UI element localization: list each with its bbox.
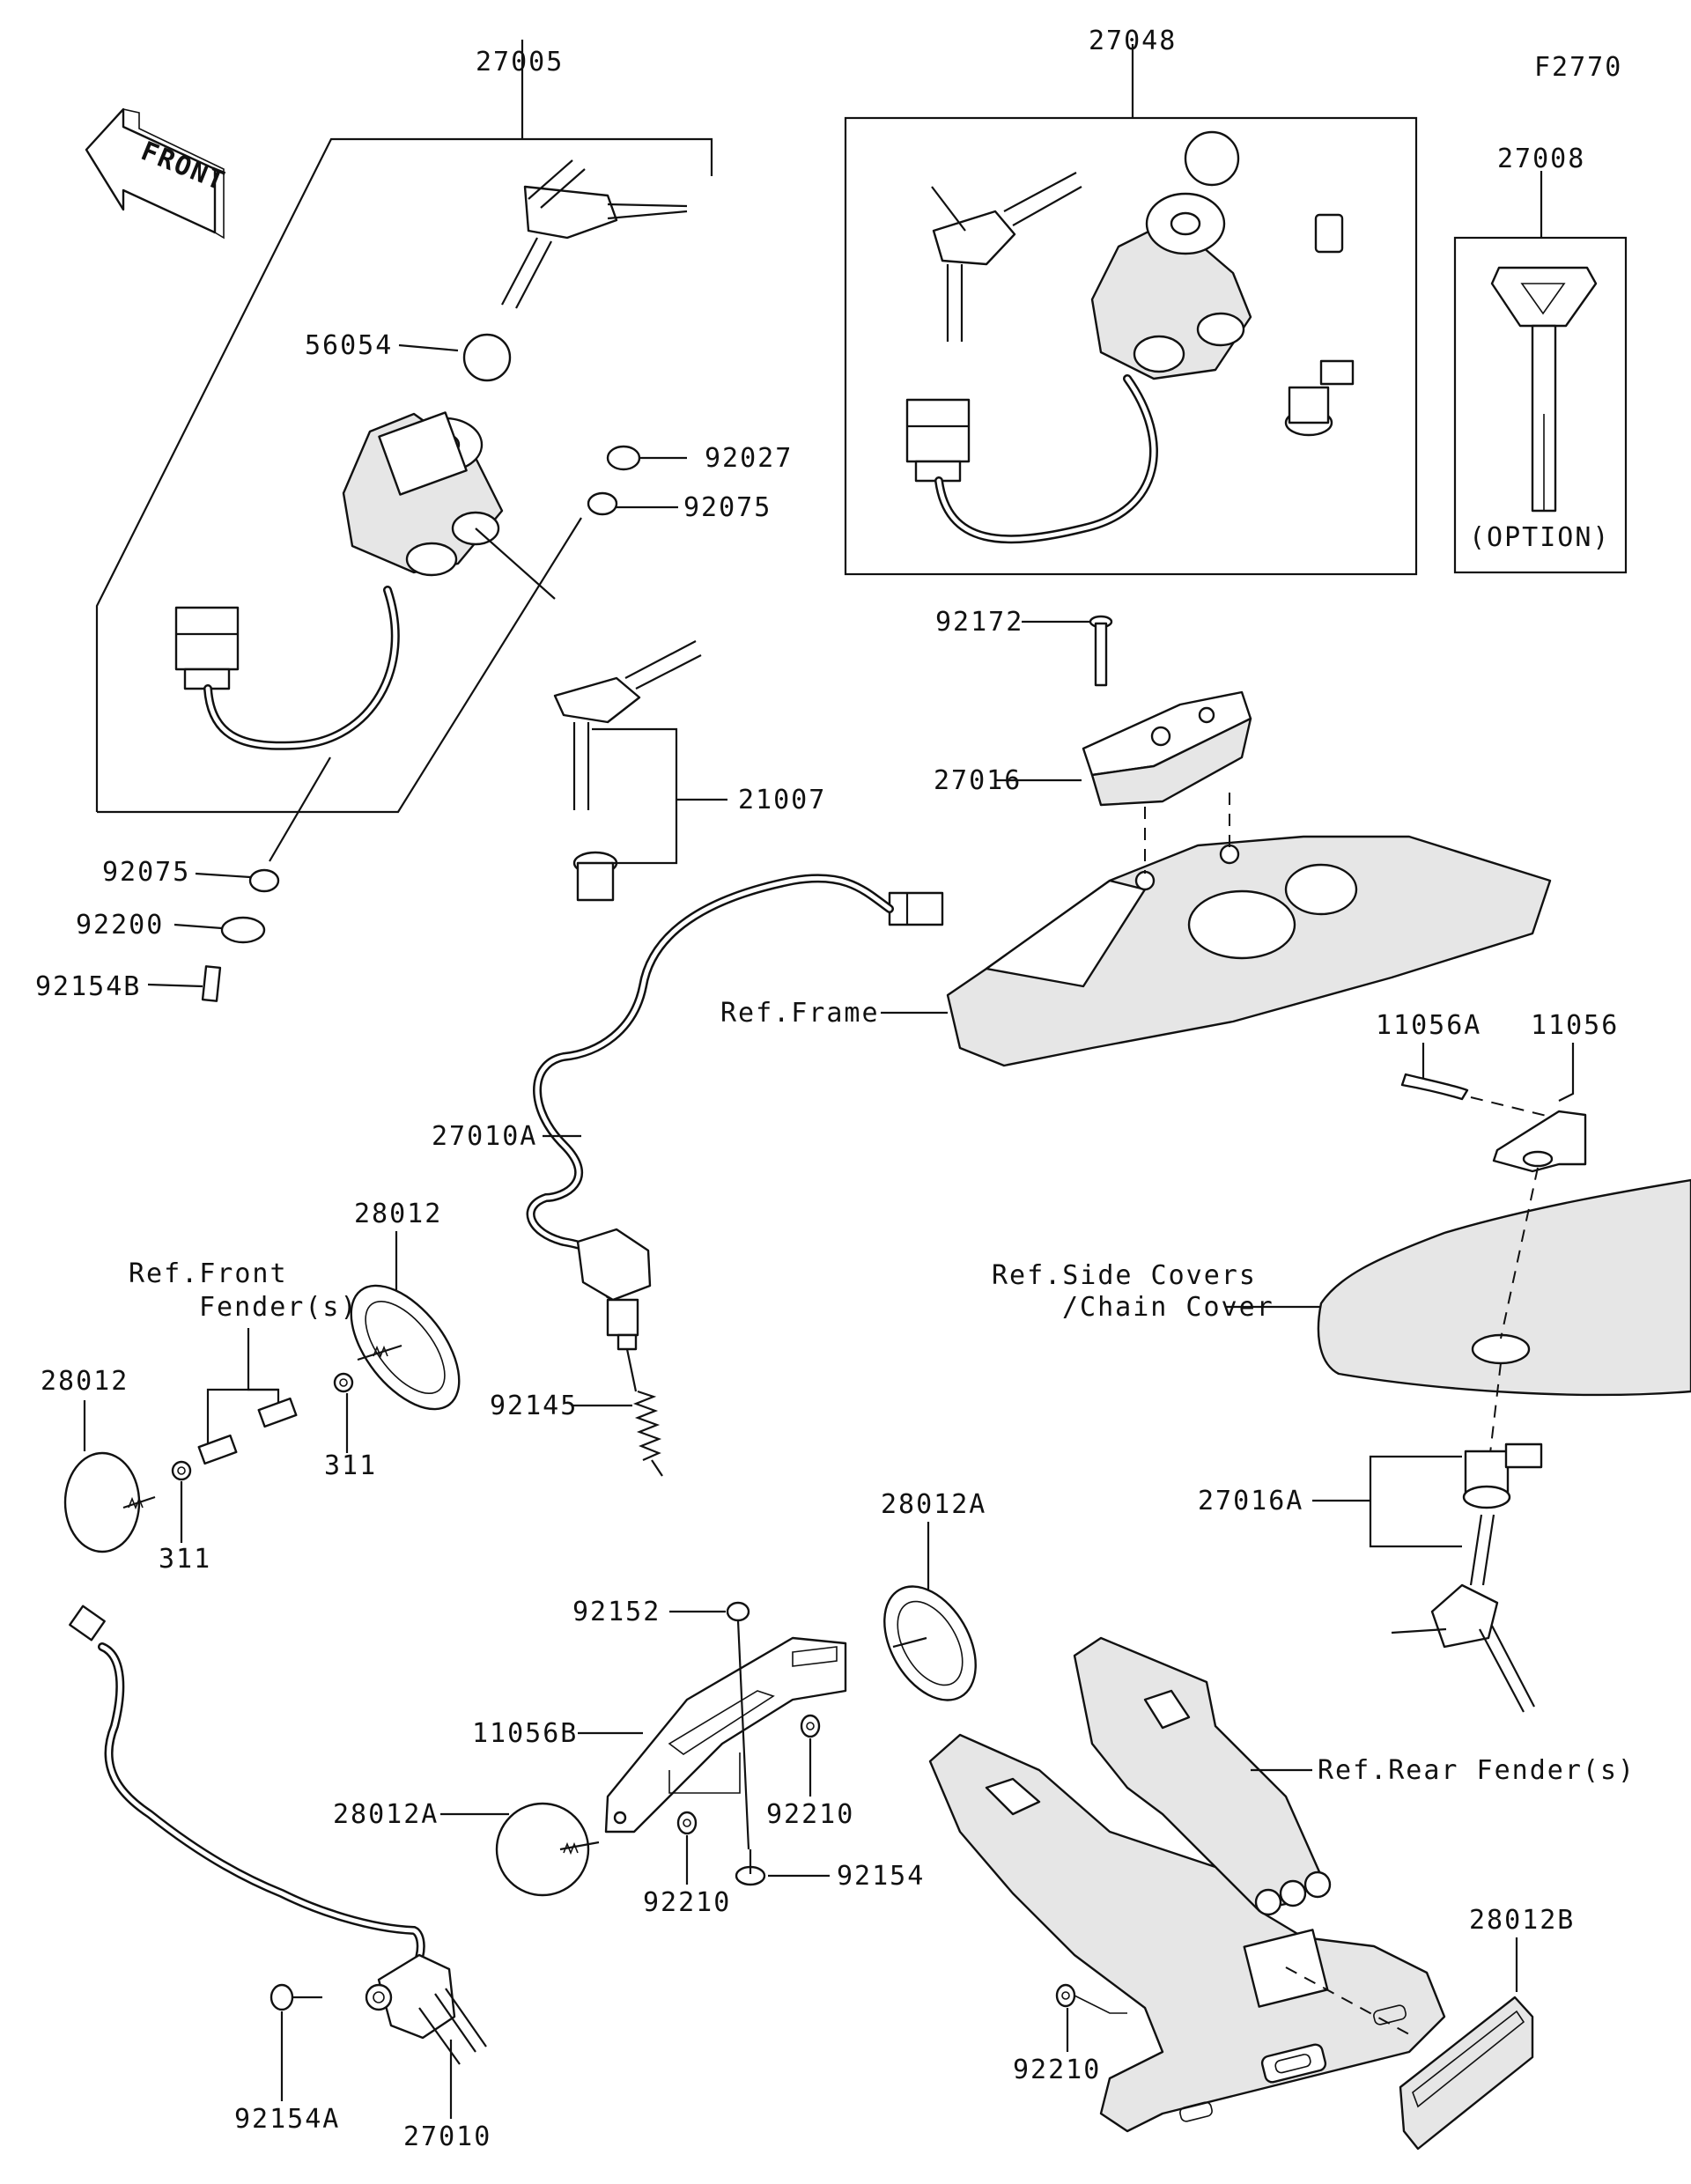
figure-id: F2770 xyxy=(1534,52,1622,83)
bracket-27016-icon xyxy=(1082,690,1252,807)
callout-92154A: 92154A xyxy=(234,2104,340,2135)
reflector-28012A-left-icon xyxy=(495,1802,600,1897)
callout-11056A: 11056A xyxy=(1376,1010,1481,1041)
nut-92210-right-icon xyxy=(800,1714,821,1738)
bolt-92154-icon xyxy=(735,1849,766,1886)
harness-27010A xyxy=(526,874,894,1299)
nut-311-right-icon xyxy=(333,1372,354,1393)
callout-28012B: 28012B xyxy=(1469,1905,1575,1936)
key-pair-icon xyxy=(501,159,688,309)
callout-92210-b: 92210 xyxy=(643,1887,731,1918)
circlip-icon xyxy=(462,333,512,382)
callout-56054: 56054 xyxy=(305,330,393,361)
callout-27008: 27008 xyxy=(1497,144,1585,174)
ref-side-covers-line1: Ref.Side Covers xyxy=(992,1260,1257,1291)
callout-92075-a: 92075 xyxy=(683,492,772,523)
switch-27010-icon xyxy=(365,1953,487,2065)
spacer-left-icon xyxy=(197,1434,238,1465)
connector-27010-top-icon xyxy=(69,1605,106,1642)
assembly-27005: 27005 56054 xyxy=(95,40,793,862)
key-27016A-icon xyxy=(1391,1514,1535,1713)
lock-27048-icon xyxy=(1284,359,1355,437)
callout-92210-a: 92210 xyxy=(766,1799,854,1830)
ref-rear-fender-label: Ref.Rear Fender(s) xyxy=(1318,1755,1636,1786)
callout-28012A-top: 28012A xyxy=(881,1489,986,1520)
callout-92075-b: 92075 xyxy=(102,857,190,888)
callout-92210-c: 92210 xyxy=(1013,2055,1101,2085)
callout-92200: 92200 xyxy=(76,910,164,941)
bolt-92154A-icon xyxy=(270,1983,322,2011)
reflector-28012-left-icon xyxy=(63,1451,156,1553)
connector-icon xyxy=(174,606,240,690)
option-label: (OPTION) xyxy=(1469,522,1611,553)
washer-92075-icon xyxy=(587,491,618,516)
connector-27048-icon xyxy=(905,398,971,483)
assembly-27008: 27008 (OPTION) xyxy=(1453,144,1628,574)
insert-27048-icon xyxy=(1314,213,1344,254)
rear-fender-ref-icon xyxy=(928,1636,1446,2133)
callout-11056: 11056 xyxy=(1531,1010,1619,1041)
ref-front-fender-line1: Ref.Front xyxy=(129,1258,288,1289)
side-cover-ref-icon xyxy=(1317,1178,1691,1397)
spring-92145-icon xyxy=(625,1348,663,1477)
connector-27010A-top-icon xyxy=(888,891,944,926)
callout-27016A: 27016A xyxy=(1198,1486,1303,1516)
key-pair-27048-icon xyxy=(931,172,1082,342)
circlip-27048-icon xyxy=(1184,130,1240,187)
callout-92154: 92154 xyxy=(837,1861,925,1892)
ref-side-covers-line2: /Chain Cover xyxy=(1062,1292,1274,1323)
key-27008-icon xyxy=(1490,266,1598,513)
spacer-right-icon xyxy=(257,1397,298,1428)
bolt-92154B-icon xyxy=(201,965,222,1002)
callout-27016: 27016 xyxy=(934,765,1022,796)
callout-21007: 21007 xyxy=(738,785,826,815)
nut-92210-left-icon xyxy=(676,1811,698,1835)
bracket-11056-icon xyxy=(1492,1110,1587,1173)
switch-27010A-icon xyxy=(576,1228,652,1351)
ref-frame-label: Ref.Frame xyxy=(720,998,880,1029)
reflector-28012B-icon xyxy=(1399,1996,1534,2151)
bracket-11056B-icon xyxy=(604,1636,847,1834)
bolt-92172-icon xyxy=(1089,615,1113,687)
callout-311-a: 311 xyxy=(324,1450,377,1481)
washer-92027-icon xyxy=(606,445,641,471)
callout-27005: 27005 xyxy=(476,47,564,77)
callout-92145: 92145 xyxy=(490,1391,578,1421)
reflector-28012-right-icon xyxy=(350,1284,461,1411)
callout-27048: 27048 xyxy=(1089,26,1177,56)
assembly-27048: 27048 xyxy=(844,26,1418,576)
ref-front-fender-line2: Fender(s) xyxy=(199,1292,358,1323)
callout-92027: 92027 xyxy=(705,443,793,474)
callout-92172: 92172 xyxy=(935,607,1023,638)
clip-11056A-icon xyxy=(1400,1073,1469,1101)
front-arrow-icon: FRONT xyxy=(85,107,230,240)
key-21007-icon xyxy=(553,640,702,810)
callout-11056B: 11056B xyxy=(472,1718,578,1749)
callout-28012A-left: 28012A xyxy=(333,1799,439,1830)
callout-27010A: 27010A xyxy=(432,1121,537,1152)
washer-92075-lower-icon xyxy=(248,868,280,893)
callout-28012-a: 28012 xyxy=(354,1199,442,1229)
lock-27016A-icon xyxy=(1462,1442,1543,1509)
callout-92154B: 92154B xyxy=(35,971,141,1002)
callout-92152: 92152 xyxy=(572,1597,661,1627)
ignition-switch-27048-icon xyxy=(1090,192,1252,380)
frame-ref-icon xyxy=(946,835,1552,1067)
callout-27010: 27010 xyxy=(403,2121,491,2152)
nut-311-left-icon xyxy=(171,1460,192,1481)
callout-311-b: 311 xyxy=(159,1544,211,1575)
reflector-28012A-right-icon xyxy=(883,1585,977,1701)
ignition-switch-icon xyxy=(342,411,504,577)
washer-92200-icon xyxy=(220,916,266,944)
lock-cylinder-21007-icon xyxy=(572,851,618,902)
nut-92210-lower-icon xyxy=(1055,1983,1076,2008)
nut-92152-icon xyxy=(726,1601,750,1622)
callout-28012-b: 28012 xyxy=(41,1366,129,1397)
